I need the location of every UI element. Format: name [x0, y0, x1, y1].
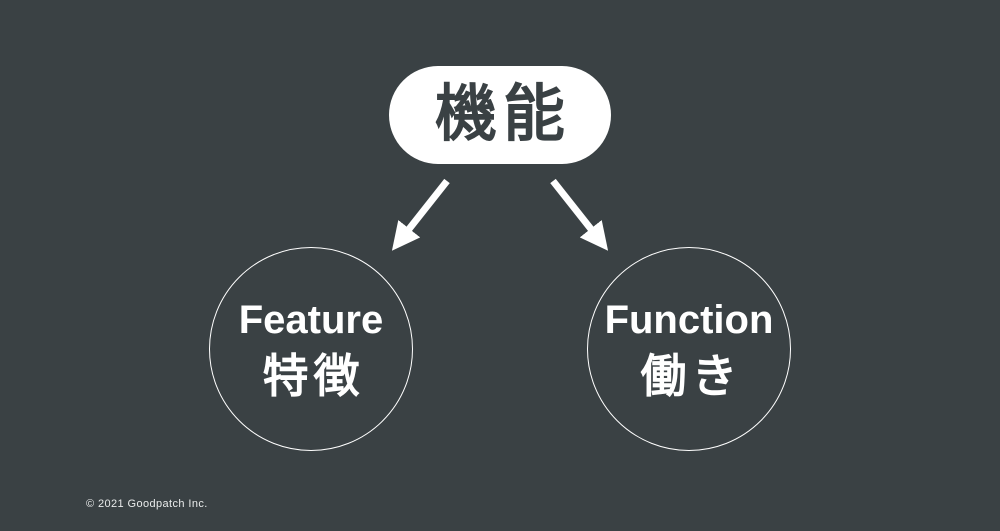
root-node-label: 機能	[434, 80, 571, 149]
arrow-down-left-icon	[391, 178, 450, 251]
arrow-down-right-icon	[550, 178, 609, 251]
root-node: 機能	[389, 66, 611, 164]
feature-label-ja: 特徴	[262, 349, 365, 402]
child-node-feature: Feature 特徴	[209, 247, 413, 451]
copyright-text: © 2021 Goodpatch Inc.	[86, 498, 208, 510]
function-label-ja: 働き	[640, 349, 743, 402]
feature-label-en: Feature	[238, 297, 384, 342]
function-label-en: Function	[604, 297, 774, 342]
child-node-function: Function 働き	[587, 247, 791, 451]
